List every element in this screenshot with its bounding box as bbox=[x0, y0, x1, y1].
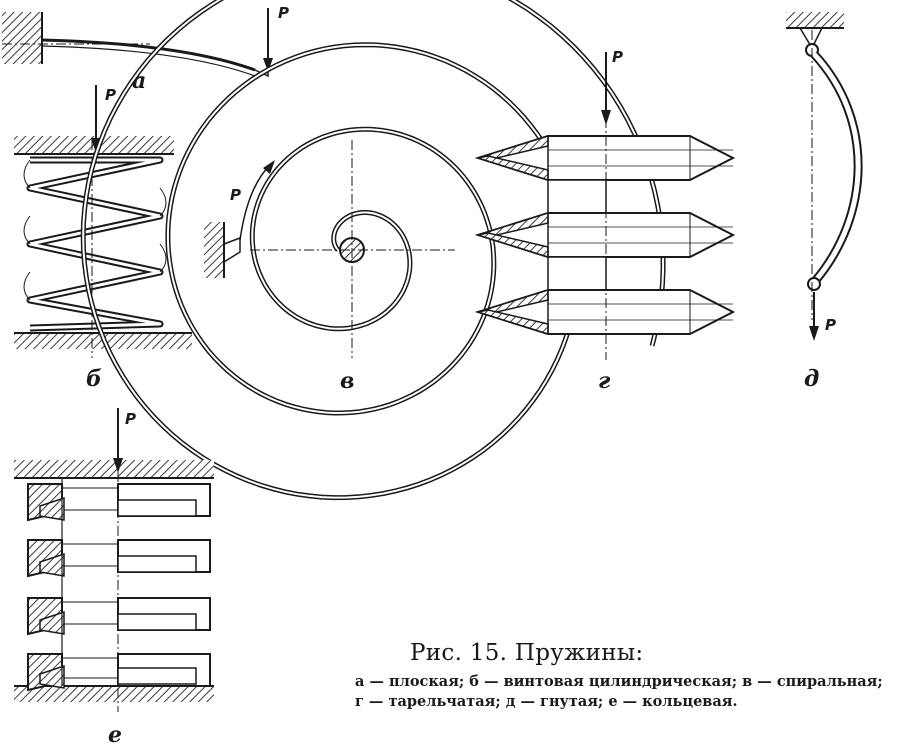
panel-label-d: д bbox=[804, 366, 819, 392]
top-support bbox=[14, 460, 214, 478]
top-support bbox=[786, 12, 844, 28]
panel-a-flat-spring: P а bbox=[2, 4, 289, 94]
inner-ring bbox=[39, 552, 197, 577]
inner-ring bbox=[39, 664, 197, 689]
panel-e-ring-spring: P е bbox=[14, 408, 214, 748]
force-label: P bbox=[278, 4, 289, 22]
force-label: P bbox=[125, 410, 136, 428]
force-label: P bbox=[105, 86, 116, 104]
panel-label-e: е bbox=[108, 722, 122, 748]
bottom-support bbox=[14, 686, 214, 702]
caption-title: Рис. 15. Пружины: bbox=[410, 640, 644, 666]
caption-text: а — плоская; б — винтовая цилиндрическая… bbox=[355, 673, 883, 710]
panel-label-g: г bbox=[598, 368, 611, 394]
inner-ring bbox=[39, 496, 197, 521]
panel-d-bent-spring: P д bbox=[786, 12, 863, 392]
panel-label-v: в bbox=[340, 368, 354, 394]
figure-caption: Рис. 15. Пружины: а — плоская; б — винто… bbox=[355, 640, 895, 712]
panel-g-belleville-spring: P г bbox=[474, 48, 736, 394]
wall-support bbox=[2, 12, 42, 64]
panel-label-b: б bbox=[86, 366, 102, 392]
force-label: P bbox=[612, 48, 623, 66]
panel-v-spiral-spring: P в bbox=[80, 0, 666, 501]
force-label: P bbox=[230, 186, 241, 204]
force-label: P bbox=[825, 316, 836, 334]
wall-support bbox=[204, 222, 224, 278]
